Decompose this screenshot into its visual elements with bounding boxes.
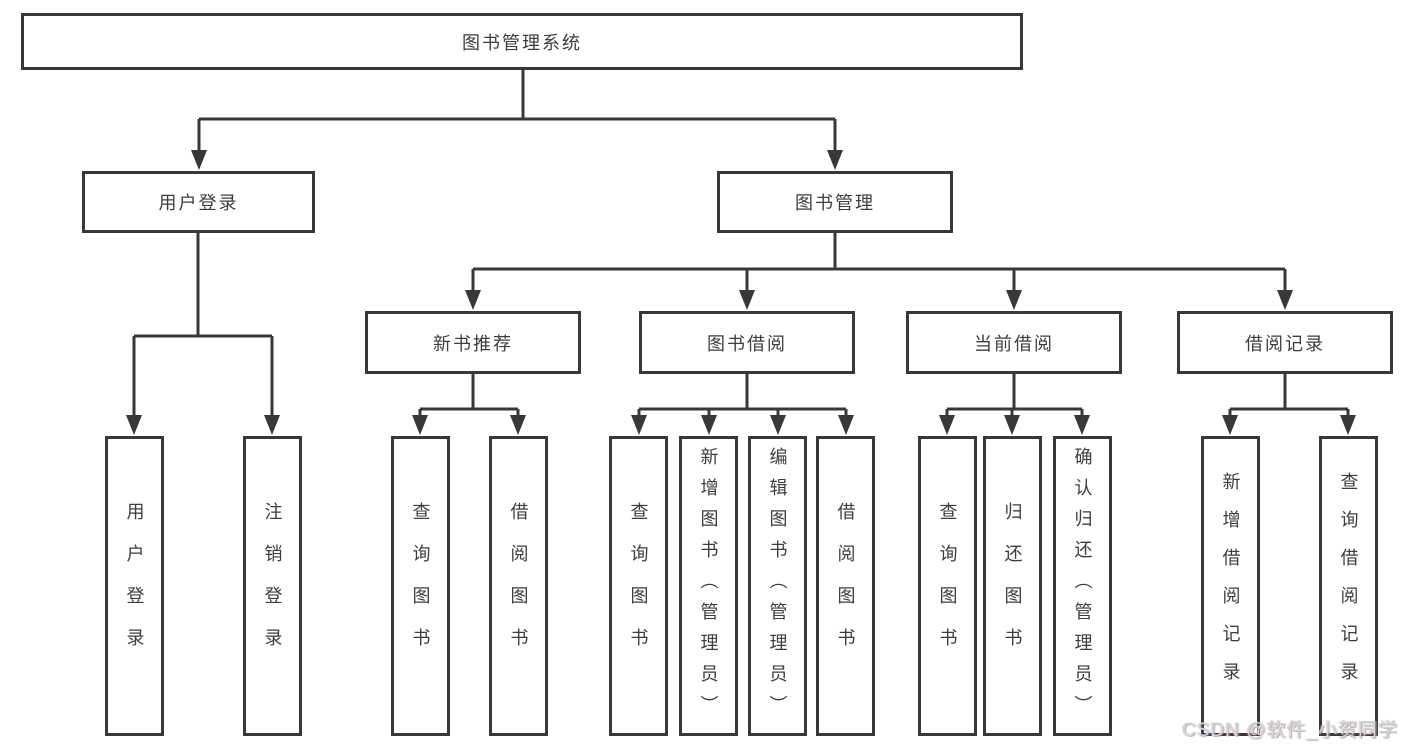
leaf-add-borrow-record: 新增借阅记录 [1201, 436, 1260, 736]
node-label: 查询图书 [410, 502, 431, 670]
leaf-user-login: 用户登录 [105, 436, 164, 736]
node-label: 借阅图书 [508, 502, 529, 670]
node-label: 借阅记录 [1245, 333, 1325, 354]
csdn-watermark: CSDN @软件_小贺同学 [1182, 720, 1398, 741]
leaf-return-book: 归还图书 [983, 436, 1042, 736]
node-label: 新增图书（管理员） [698, 446, 719, 726]
node-label: 查询图书 [937, 502, 958, 670]
node-label: 当前借阅 [974, 333, 1054, 354]
node-label: 新增借阅记录 [1220, 472, 1241, 700]
node-label: 归还图书 [1002, 502, 1023, 670]
node-label: 查询借阅记录 [1338, 472, 1359, 700]
leaf-recommend-query-book: 查询图书 [391, 436, 450, 736]
node-book-borrow: 图书借阅 [639, 311, 855, 374]
leaf-edit-book-admin: 编辑图书（管理员） [748, 436, 807, 736]
node-label: 用户登录 [158, 193, 239, 213]
leaf-query-borrow-record: 查询借阅记录 [1319, 436, 1378, 736]
node-label: 借阅图书 [835, 502, 856, 670]
node-label: 注销登录 [262, 502, 283, 670]
leaf-current-query-book: 查询图书 [918, 436, 977, 736]
node-root-system: 图书管理系统 [21, 13, 1023, 70]
leaf-add-book-admin: 新增图书（管理员） [679, 436, 738, 736]
node-label: 确认归还（管理员） [1072, 446, 1093, 726]
leaf-confirm-return-admin: 确认归还（管理员） [1053, 436, 1112, 736]
node-user-login-module: 用户登录 [82, 171, 315, 233]
leaf-recommend-borrow-book: 借阅图书 [489, 436, 548, 736]
node-label: 用户登录 [124, 502, 145, 670]
leaf-borrow-book: 借阅图书 [816, 436, 875, 736]
leaf-borrow-query-book: 查询图书 [609, 436, 668, 736]
leaf-logout: 注销登录 [243, 436, 302, 736]
node-label: 查询图书 [628, 502, 649, 670]
node-new-book-recommend: 新书推荐 [365, 311, 581, 374]
node-label: 图书管理 [795, 193, 875, 213]
node-borrow-records: 借阅记录 [1177, 311, 1393, 374]
node-label: 图书借阅 [707, 333, 787, 354]
node-book-management: 图书管理 [717, 171, 953, 233]
node-label: 新书推荐 [433, 333, 513, 354]
node-label: 编辑图书（管理员） [767, 446, 788, 726]
node-current-borrow: 当前借阅 [906, 311, 1122, 374]
node-label: 图书管理系统 [462, 32, 582, 53]
